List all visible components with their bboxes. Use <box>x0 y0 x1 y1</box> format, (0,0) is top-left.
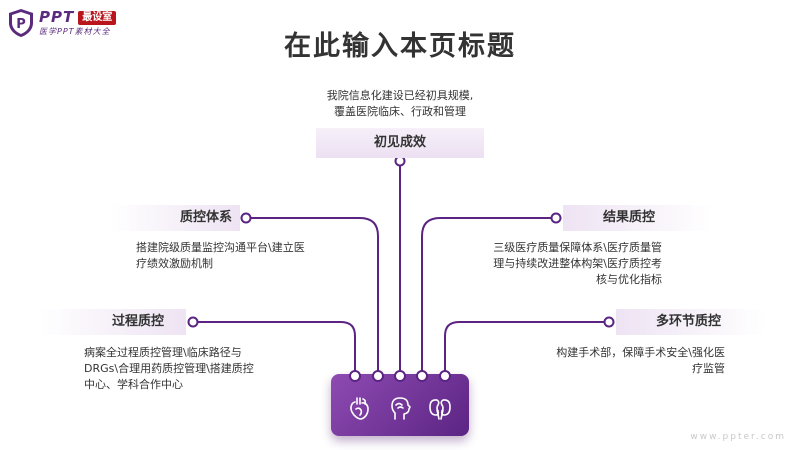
connector-line-result <box>421 217 556 374</box>
node-dot-multi-link <box>603 316 615 328</box>
logo-brand: PPT <box>39 8 75 26</box>
connector-line-multi-link <box>444 321 609 374</box>
node-label-result: 结果质控 <box>563 205 713 231</box>
logo-badge: 最设室 <box>78 10 117 25</box>
node-description-process: 病案全过程质控管理\临床路径与 DRGs\合理用药质控管理\搭建质控 中心、学科… <box>84 346 254 391</box>
port-dot-2 <box>372 370 384 382</box>
page-title: 在此输入本页标题 <box>284 31 516 62</box>
port-dot-3 <box>394 370 406 382</box>
connector-line-quality-system <box>246 217 379 374</box>
node-dot-process <box>187 316 199 328</box>
port-dot-4 <box>416 370 428 382</box>
node-label-process: 过程质控 <box>40 309 186 335</box>
center-description: 我院信息化建设已经初具规模, 覆盖医院临床、行政和管理 <box>326 89 474 118</box>
port-dot-5 <box>439 370 451 382</box>
shield-logo-icon: P <box>9 9 33 37</box>
heart-icon <box>350 397 369 420</box>
head-profile-icon <box>391 397 411 420</box>
device-icons <box>331 388 469 428</box>
node-description-multi-link: 构建手术部，保障手术安全\强化医 疗监管 <box>556 346 725 375</box>
medical-device-panel <box>331 374 469 436</box>
node-description-quality-system: 搭建院级质量监控沟通平台\建立医 疗绩效激励机制 <box>136 241 305 270</box>
svg-text:P: P <box>16 17 26 32</box>
kidneys-icon <box>429 399 451 420</box>
center-label: 初见成效 <box>316 128 484 158</box>
node-label-quality-system: 质控体系 <box>110 205 240 231</box>
node-dot-quality-system <box>240 212 252 224</box>
node-description-result: 三级医疗质量保障体系\医疗质量管 理与持续改进整体构架\医疗质控考 核与优化指标 <box>493 241 662 286</box>
node-dot-result <box>550 212 562 224</box>
watermark: www.ppter.com <box>690 432 786 442</box>
node-label-multi-link: 多环节质控 <box>616 309 766 335</box>
logo: P PPT 最设室 医学PPT素材大全 <box>8 8 117 38</box>
port-dot-1 <box>349 370 361 382</box>
logo-tagline: 医学PPT素材大全 <box>39 27 111 36</box>
connector-line-process <box>193 321 356 374</box>
